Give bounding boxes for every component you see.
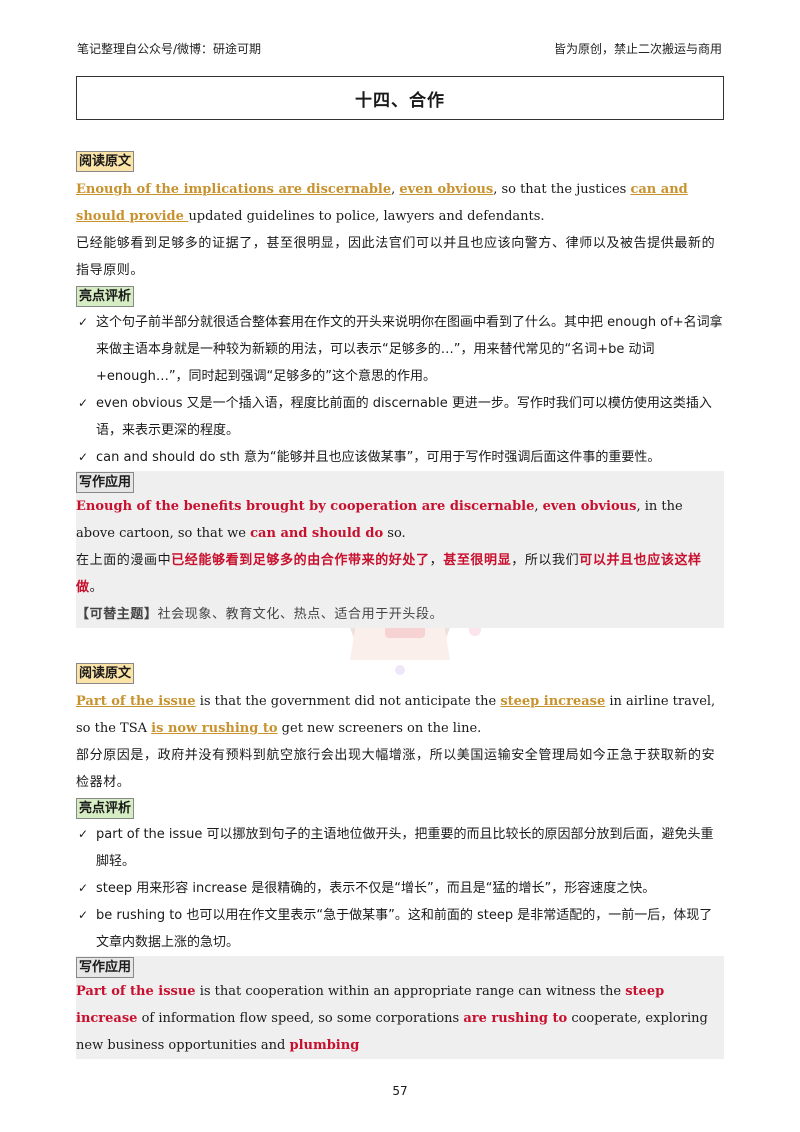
highlight-phrase: 可以并且也应该这样做 — [76, 553, 702, 595]
bullet-text: steep 用来形容 increase 是很精确的，表示不仅是“增长”，而且是“… — [96, 881, 656, 896]
list-item: ✓ steep 用来形容 increase 是很精确的，表示不仅是“增长”，而且是… — [76, 875, 724, 902]
highlight-phrase: Enough of the implications are discernab… — [76, 182, 392, 197]
text-run: in airline travel, so the TSA — [76, 694, 716, 736]
check-icon: ✓ — [78, 315, 89, 329]
topic-text: 社会现象、教育文化、热点、适合用于开头段。 — [157, 607, 444, 622]
highlight-phrase: 已经能够看到足够多的由合作带来的好处了 — [171, 553, 430, 568]
text-run: of information flow speed, so some corpo… — [137, 1011, 464, 1026]
section-2: 阅读原文 Part of the issue is that the gover… — [76, 662, 724, 1059]
text-run: , so that the justices — [493, 182, 631, 197]
original-sentence: Part of the issue is that the government… — [76, 688, 724, 742]
highlight-analysis-tag: 亮点评析 — [76, 798, 135, 819]
check-icon: ✓ — [78, 908, 89, 922]
text-run: ， — [429, 553, 444, 568]
highlight-phrase: Part of the issue — [76, 694, 196, 709]
original-sentence: Enough of the implications are discernab… — [76, 176, 724, 230]
text-run: get new screeners on the line. — [277, 721, 482, 736]
list-item: ✓ even obvious 又是一个插入语，程度比前面的 discernable… — [76, 390, 724, 444]
text-run: updated guidelines to police, lawyers an… — [188, 209, 545, 224]
list-item: ✓ 这个句子前半部分就很适合整体套用在作文的开头来说明你在图画中看到了什么。其中把… — [76, 309, 724, 390]
text-run: ，所以我们 — [511, 553, 580, 568]
text-run: so. — [383, 526, 406, 541]
header-left: 笔记整理自公众号/微博：研途可期 — [77, 42, 262, 56]
translation: 部分原因是，政府并没有预料到航空旅行会出现大幅增涨，所以美国运输安全管理局如今正… — [76, 748, 716, 790]
list-item: ✓ part of the issue 可以挪放到句子的主语地位做开头，把重要的而… — [76, 821, 724, 875]
highlight-phrase: even obvious — [542, 499, 637, 514]
highlight-phrase: plumbing — [289, 1038, 360, 1053]
bullet-text: even obvious 又是一个插入语，程度比前面的 discernable … — [96, 396, 712, 438]
list-item: ✓ can and should do sth 意为“能够并且也应该做某事”，可用… — [76, 444, 724, 471]
highlight-phrase: Part of the issue — [76, 984, 196, 999]
text-run: is that cooperation within an appropriat… — [195, 984, 626, 999]
writing-application-tag: 写作应用 — [76, 472, 135, 493]
read-original-tag: 阅读原文 — [76, 663, 135, 684]
title-box: 十四、合作 — [76, 76, 724, 120]
text-run: is that the government did not anticipat… — [195, 694, 501, 709]
bullet-text: part of the issue 可以挪放到句子的主语地位做开头，把重要的而且… — [96, 827, 714, 869]
header-right: 皆为原创，禁止二次搬运与商用 — [553, 42, 722, 56]
writing-application-box: 写作应用 Part of the issue is that cooperati… — [76, 956, 724, 1059]
highlight-phrase: can and should do — [250, 526, 384, 541]
bullet-text: 这个句子前半部分就很适合整体套用在作文的开头来说明你在图画中看到了什么。其中把 … — [96, 315, 723, 384]
highlight-phrase: steep increase — [76, 984, 665, 1026]
check-icon: ✓ — [78, 450, 89, 464]
application-english: Enough of the benefits brought by cooper… — [76, 493, 724, 547]
writing-application-tag: 写作应用 — [76, 957, 135, 978]
text-run: , in the above cartoon, so that we — [76, 499, 683, 541]
check-icon: ✓ — [78, 396, 89, 410]
analysis-list: ✓ part of the issue 可以挪放到句子的主语地位做开头，把重要的而… — [76, 821, 724, 956]
highlight-analysis-tag: 亮点评析 — [76, 286, 135, 307]
highlight-phrase: Enough of the benefits brought by cooper… — [76, 499, 535, 514]
alternative-topics: 【可替主题】社会现象、教育文化、热点、适合用于开头段。 — [76, 601, 724, 628]
highlight-phrase: are rushing to — [463, 1011, 568, 1026]
highlight-phrase: even obvious — [399, 182, 494, 197]
analysis-list: ✓ 这个句子前半部分就很适合整体套用在作文的开头来说明你在图画中看到了什么。其中把… — [76, 309, 724, 471]
highlight-phrase: is now rushing to — [151, 721, 278, 736]
text-run: 在上面的漫画中 — [76, 553, 172, 568]
check-icon: ✓ — [78, 881, 89, 895]
writing-application-box: 写作应用 Enough of the benefits brought by c… — [76, 471, 724, 628]
highlight-phrase: steep increase — [500, 694, 606, 709]
translation: 已经能够看到足够多的证据了，甚至很明显，因此法官们可以并且也应该向警方、律师以及… — [76, 236, 716, 278]
check-icon: ✓ — [78, 827, 89, 841]
page-number: 57 — [392, 1084, 408, 1098]
page-title: 十四、合作 — [355, 90, 445, 111]
list-item: ✓ be rushing to 也可以用在作文里表示“急于做某事”。这和前面的 s… — [76, 902, 724, 956]
text-run: 。 — [89, 580, 104, 595]
bullet-text: can and should do sth 意为“能够并且也应该做某事”，可用于… — [96, 450, 661, 465]
application-chinese: 在上面的漫画中已经能够看到足够多的由合作带来的好处了，甚至很明显，所以我们可以并… — [76, 547, 724, 601]
bullet-text: be rushing to 也可以用在作文里表示“急于做某事”。这和前面的 st… — [96, 908, 713, 950]
highlight-phrase: 甚至很明显 — [443, 553, 512, 568]
text-run: , — [391, 182, 400, 197]
text-run: cooperate, exploring new business opport… — [76, 1011, 708, 1053]
topic-label: 【可替主题】 — [76, 607, 158, 622]
read-original-tag: 阅读原文 — [76, 151, 135, 172]
text-run: , — [534, 499, 543, 514]
section-1: 阅读原文 Enough of the implications are disc… — [76, 150, 724, 628]
application-english: Part of the issue is that cooperation wi… — [76, 978, 724, 1059]
highlight-phrase: can and should provide — [76, 182, 688, 224]
